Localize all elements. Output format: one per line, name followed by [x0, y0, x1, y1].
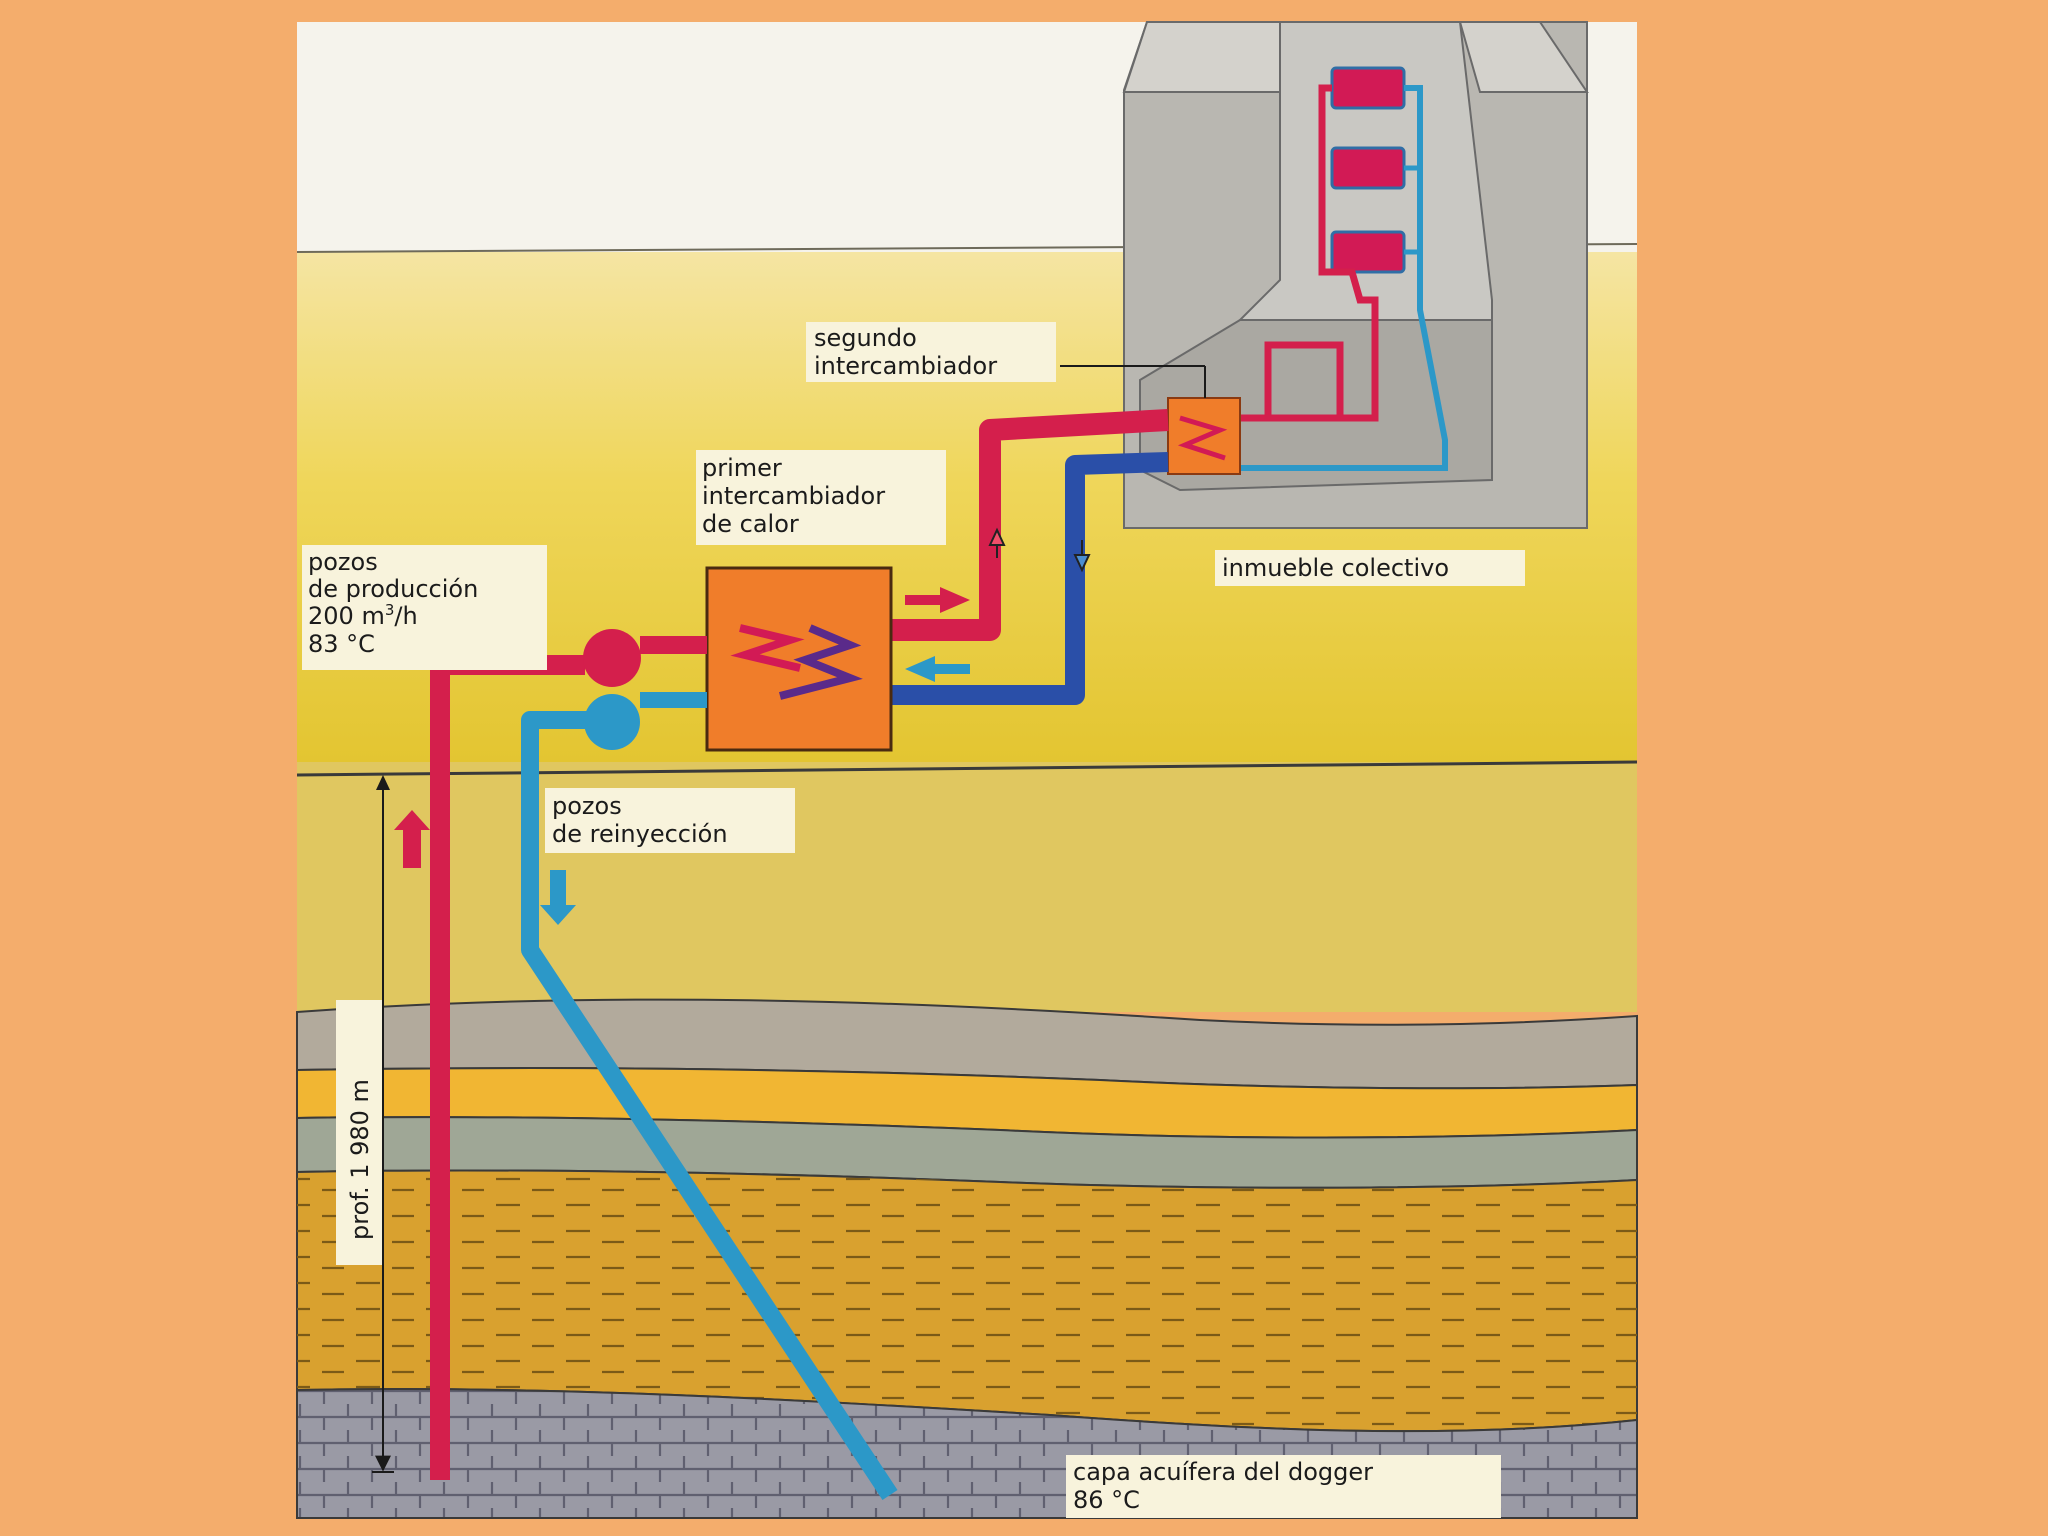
reinjection-well-pipe	[521, 711, 898, 1500]
depth-label-text: prof. 1 980 m	[346, 1079, 374, 1240]
first-heat-exchanger	[705, 566, 893, 752]
second-exchanger-line1: segundo	[814, 324, 917, 352]
building-radiator-loop	[1264, 341, 1344, 418]
aquifer-line2: 86 °C	[1073, 1486, 1140, 1514]
second-exchanger-line2: intercambiador	[814, 352, 997, 380]
production-pump-icon	[583, 629, 641, 687]
first-exchanger-line3: de calor	[702, 510, 799, 538]
radiator-icon	[1330, 146, 1406, 190]
label-aquifer: capa acuífera del dogger 86 °C	[1066, 1455, 1501, 1518]
label-reinjection-wells: pozos de reinyección	[545, 788, 795, 853]
label-building: inmueble colectivo	[1215, 550, 1525, 586]
building-hot-pipe	[1238, 84, 1379, 422]
first-exchanger-coil-cold	[779, 624, 863, 700]
production-wells-line2: de producción	[308, 575, 478, 603]
building-cold-pipe	[1220, 85, 1448, 471]
building-label-text: inmueble colectivo	[1222, 554, 1449, 582]
first-exchanger-line2: intercambiador	[702, 482, 885, 510]
label-production-wells: pozos de producción 200 m3/h 83 °C	[302, 545, 547, 670]
production-wells-line3: 200 m3/h	[308, 601, 418, 630]
radiator-icon	[1330, 66, 1406, 110]
building-roof-right	[1458, 21, 1589, 93]
production-wells-line1: pozos	[308, 548, 378, 576]
flow-arrow-down-icon	[1073, 540, 1091, 573]
production-arrow-up-icon	[394, 810, 430, 868]
brown-stratum-texture	[297, 1170, 1637, 1432]
sediment-top-line	[296, 760, 1638, 777]
aquifer-line1: capa acuífera del dogger	[1073, 1458, 1373, 1486]
first-exchanger-line1: primer	[702, 454, 782, 482]
reinjection-wells-line1: pozos	[552, 792, 622, 820]
building-radiator-return	[1404, 165, 1420, 255]
return-district-pipe	[820, 452, 1169, 705]
flow-arrow-up-icon	[988, 527, 1006, 558]
arrow-right-icon	[905, 587, 970, 613]
reinjection-arrow-down-icon	[540, 870, 576, 925]
production-wells-line4: 83 °C	[308, 630, 375, 658]
first-exchanger-coil-hot	[730, 624, 805, 672]
building-heating-circuit	[1220, 66, 1448, 471]
sediment-layer	[297, 762, 1637, 1012]
building-roof-left	[1122, 21, 1281, 93]
second-heat-exchanger	[1060, 365, 1241, 475]
label-depth: prof. 1 980 m	[336, 1000, 382, 1265]
hot-district-pipe	[800, 409, 1169, 641]
reinjection-wells-line2: de reinyección	[552, 820, 728, 848]
label-first-exchanger: primer intercambiador de calor	[696, 450, 946, 545]
reinjection-pump-icon	[584, 694, 640, 750]
second-exchanger-coil	[1177, 415, 1228, 461]
arrow-left-icon	[905, 656, 970, 682]
depth-top-arrow-icon	[376, 775, 390, 790]
label-second-exchanger: segundo intercambiador	[806, 322, 1056, 382]
radiator-icon	[1330, 230, 1406, 274]
